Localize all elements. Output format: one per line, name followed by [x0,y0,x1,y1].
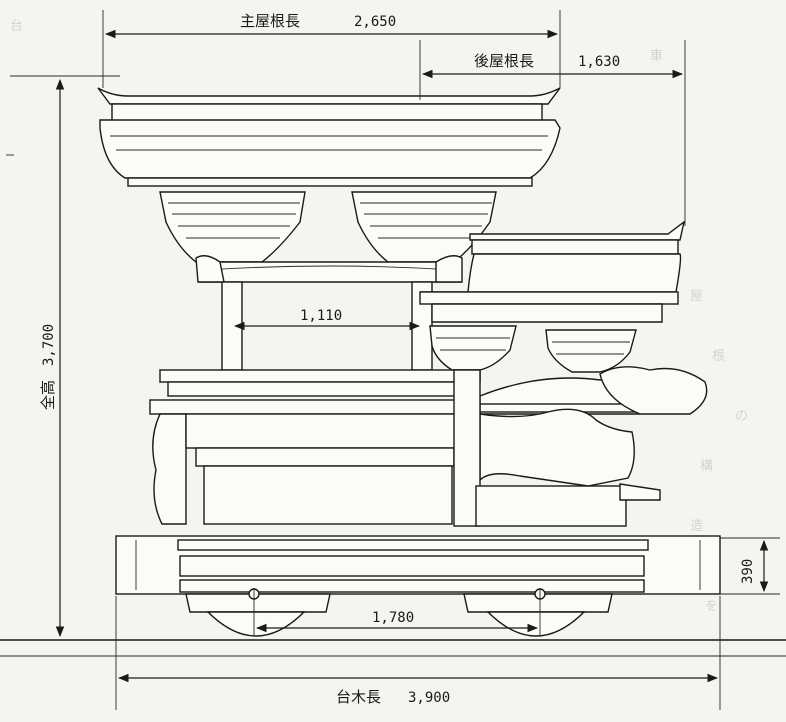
svg-text:車: 車 [650,49,663,64]
base-length-value: 3,900 [408,690,450,706]
rear-roof [419,220,686,323]
rear-roof-brackets [429,325,637,373]
svg-text:台: 台 [10,19,23,34]
base-length-label: 台木長 [336,688,381,706]
svg-text:を: を [705,599,718,614]
svg-text:根: 根 [712,349,725,364]
dimension-main-roof: 主屋根長 2,650 [102,10,561,88]
base-height-value: 390 [740,559,756,584]
middle-deck [149,369,671,415]
main-roof [97,87,561,187]
carved-cloud-panels [152,366,708,525]
base-platform [115,535,721,595]
upper-beam [195,255,463,283]
total-height-label: 全高 [39,380,57,410]
float-structure [97,87,721,637]
ground-line [0,639,786,657]
pillar-spacing-value: 1,110 [300,308,342,324]
svg-text:の: の [735,409,748,424]
svg-text:造: 造 [690,519,703,534]
main-body [185,369,661,527]
wheel-spacing-value: 1,780 [372,610,414,626]
main-roof-length-value: 2,650 [354,14,396,30]
rear-wheel [486,611,586,637]
total-height-value: 3,700 [41,324,57,366]
main-roof-length-label: 主屋根長 [240,12,300,30]
dimension-pillar-spacing: 1,110 [233,308,421,331]
background-bleed-text: 屋 根 の 構 造 を 台 車 [10,19,748,614]
dimension-wheel-spacing: 1,780 [253,588,541,636]
dimension-total-height: 全高 3,700 [10,75,120,638]
rear-roof-length-label: 後屋根長 [474,52,534,70]
svg-text:構: 構 [700,459,713,474]
main-roof-brackets [159,191,497,263]
dimension-base-height: 390 [720,537,780,595]
dimension-rear-roof: 後屋根長 1,630 [419,40,686,226]
svg-text:屋: 屋 [690,289,703,304]
rear-roof-length-value: 1,630 [578,54,620,70]
front-wheel [206,611,306,637]
dimension-base-length: 台木長 3,900 [115,596,721,710]
